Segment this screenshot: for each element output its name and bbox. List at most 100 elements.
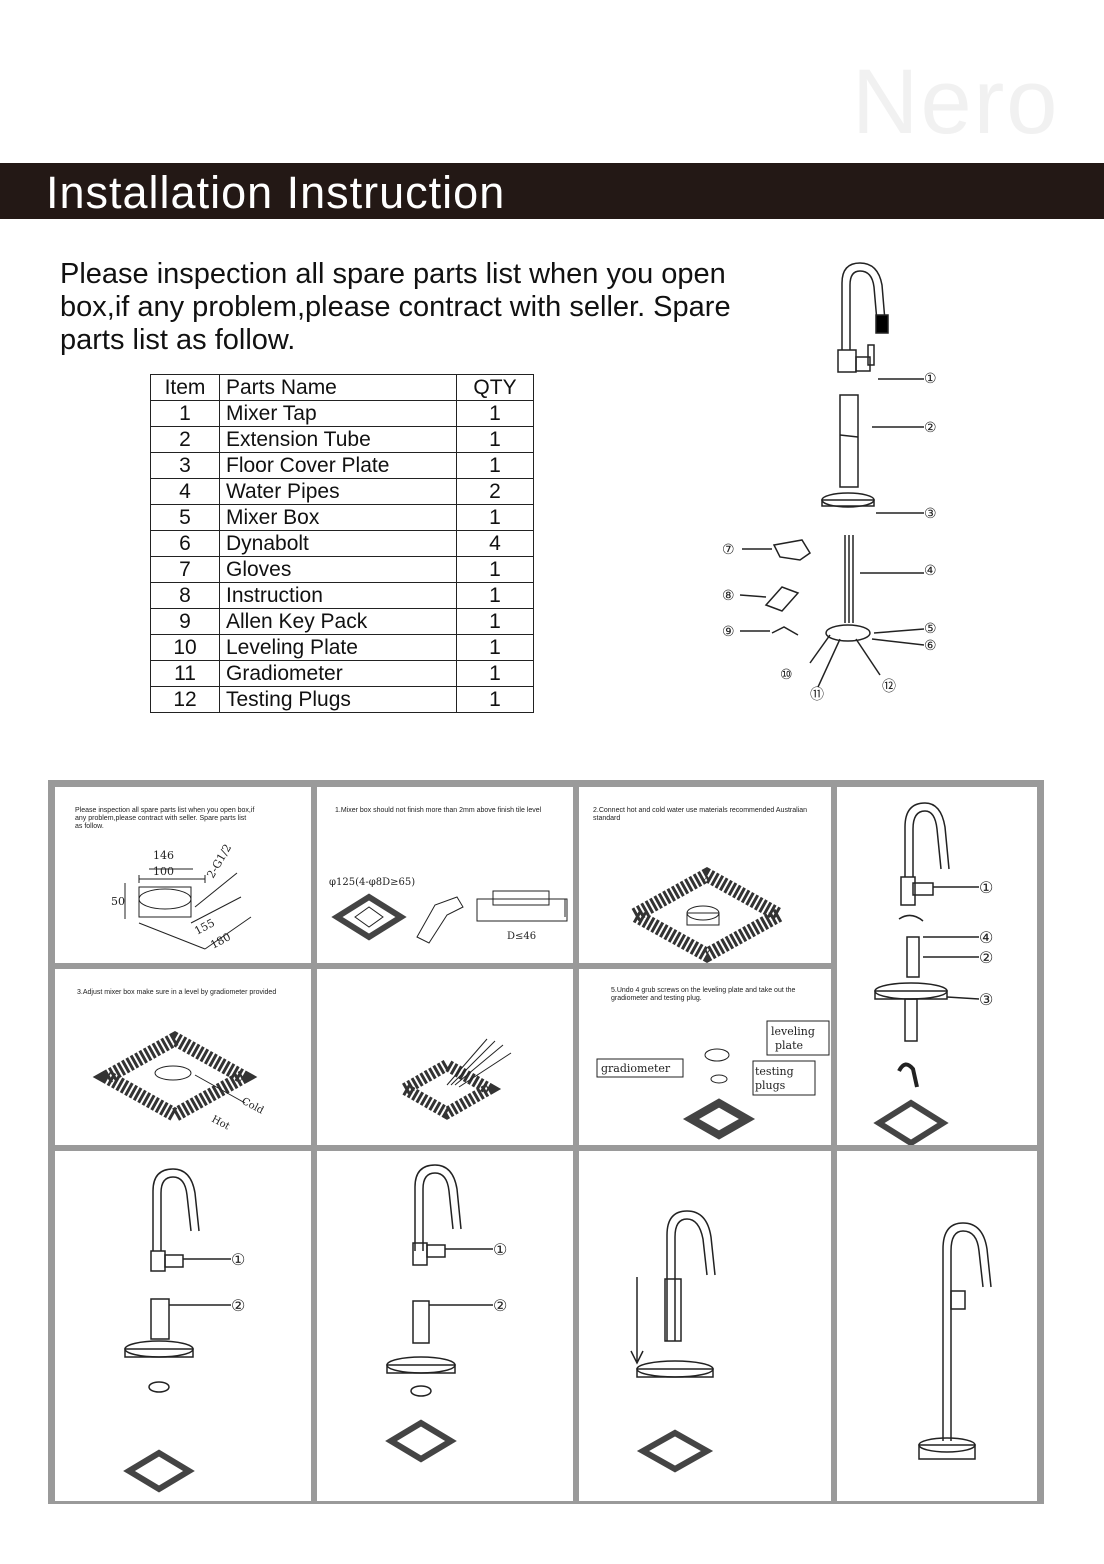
callout-3: ③ (979, 990, 993, 1009)
callout-9: ⑨ (722, 624, 735, 640)
part-qty: 1 (456, 608, 534, 635)
part-qty: 1 (456, 582, 534, 609)
testing-drawing (392, 1038, 512, 1120)
callout-8: ⑧ (722, 588, 735, 604)
extension-tube-drawing (839, 394, 859, 488)
item-no: 10 (150, 634, 220, 661)
callout-2: ② (231, 1296, 245, 1315)
instruction-booklet-drawing (764, 586, 800, 612)
step-panel-2: 2.Connect hot and cold water use materia… (576, 784, 834, 966)
part-qty: 1 (456, 660, 534, 687)
thread-size: 2-G1/2 (204, 842, 234, 881)
table-header-row: Item Parts Name QTY (150, 374, 534, 401)
water-connection-drawing (620, 866, 794, 963)
callout-10: ⑩ (780, 667, 793, 683)
title-bar: Installation Instruction (0, 163, 1104, 219)
part-name: Dynabolt (219, 530, 457, 557)
callout-4: ④ (979, 928, 993, 947)
step-panel-7: ① ② (314, 1148, 576, 1504)
item-no: 12 (150, 686, 220, 713)
callout-6: ⑥ (924, 638, 937, 654)
part-qty: 1 (456, 426, 534, 453)
item-no: 11 (150, 660, 220, 687)
part-name: Floor Cover Plate (219, 452, 457, 479)
item-no: 3 (150, 452, 220, 479)
part-name: Gradiometer (219, 660, 457, 687)
lower-tap-drawing (630, 1210, 716, 1473)
dim-180: 180 (208, 930, 233, 951)
tap-assembly-drawing: ① ④ ② ③ (873, 802, 993, 1145)
step-panel-1: 1.Mixer box should not finish more than … (314, 784, 576, 966)
part-qty: 1 (456, 686, 534, 713)
callout-1: ① (231, 1250, 245, 1269)
step-panel-8 (576, 1148, 834, 1504)
depth-spec: D≤46 (507, 931, 536, 942)
leveling-label: leveling (771, 1025, 815, 1038)
item-no: 4 (150, 478, 220, 505)
dim-50: 50 (111, 895, 125, 908)
callout-5: ⑤ (924, 621, 937, 637)
page-title: Installation Instruction (46, 167, 506, 218)
part-name: Leveling Plate (219, 634, 457, 661)
part-qty: 1 (456, 452, 534, 479)
finished-tap-drawing (918, 1222, 992, 1460)
step-panel-9 (834, 1148, 1040, 1504)
step-panel-tap-assembly: ① ④ ② ③ (834, 784, 1040, 1148)
step-panel-dimensions: Please inspection all spare parts list w… (52, 784, 314, 966)
testing-label: testing (755, 1065, 794, 1078)
level-adjust-drawing: Cold Hot (92, 1030, 266, 1132)
dim-155: 155 (192, 916, 217, 937)
exploded-parts-diagram: ① ② ③ ④ ⑤ ⑥ ⑦ ⑧ ⑨ ⑩ ⑪ ⑫ (722, 262, 937, 703)
part-name: Extension Tube (219, 426, 457, 453)
mixer-tap-drawing (841, 262, 887, 350)
part-qty: 2 (456, 478, 534, 505)
leveling-plate-drawing: leveling plate gradiometer testing plugs (596, 1020, 830, 1140)
column-header-item: Item (150, 374, 220, 401)
item-no: 5 (150, 504, 220, 531)
step-panel-6: ① ② (52, 1148, 314, 1504)
part-qty: 1 (456, 400, 534, 427)
part-name: Gloves (219, 556, 457, 583)
callout-1: ① (493, 1240, 507, 1259)
step-caption: 1.Mixer box should not finish more than … (335, 807, 542, 814)
callout-4: ④ (924, 563, 937, 579)
item-no: 7 (150, 556, 220, 583)
allen-key-drawing (771, 626, 799, 636)
dim-146: 146 (153, 849, 174, 862)
part-name: Water Pipes (219, 478, 457, 505)
callout-1: ① (979, 878, 993, 897)
dim-100: 100 (153, 865, 174, 878)
step-caption: Please inspection all spare parts list w… (75, 807, 255, 830)
callout-7: ⑦ (722, 542, 735, 558)
part-name: Allen Key Pack (219, 608, 457, 635)
part-qty: 1 (456, 634, 534, 661)
step-panel-5: 5.Undo 4 grub screws on the leveling pla… (576, 966, 834, 1148)
gloves-drawing (772, 539, 812, 561)
gradiometer-label: gradiometer (601, 1062, 671, 1075)
cold-label: Cold (240, 1096, 266, 1117)
part-qty: 1 (456, 556, 534, 583)
mixer-box-drawing (825, 624, 871, 642)
cutout-hole-drawing: φ125(4-φ8D≥65) D≤46 (329, 877, 568, 944)
callout-1: ① (924, 371, 937, 387)
item-no: 1 (150, 400, 220, 427)
column-header-parts-name: Parts Name (219, 374, 457, 401)
part-qty: 1 (456, 504, 534, 531)
part-name: Mixer Tap (219, 400, 457, 427)
installation-steps-grid: Please inspection all spare parts list w… (48, 780, 1044, 1504)
step-caption: 2.Connect hot and cold water use materia… (593, 807, 808, 822)
part-name: Testing Plugs (219, 686, 457, 713)
callout-11: ⑪ (810, 687, 824, 703)
column-header-qty: QTY (456, 374, 534, 401)
